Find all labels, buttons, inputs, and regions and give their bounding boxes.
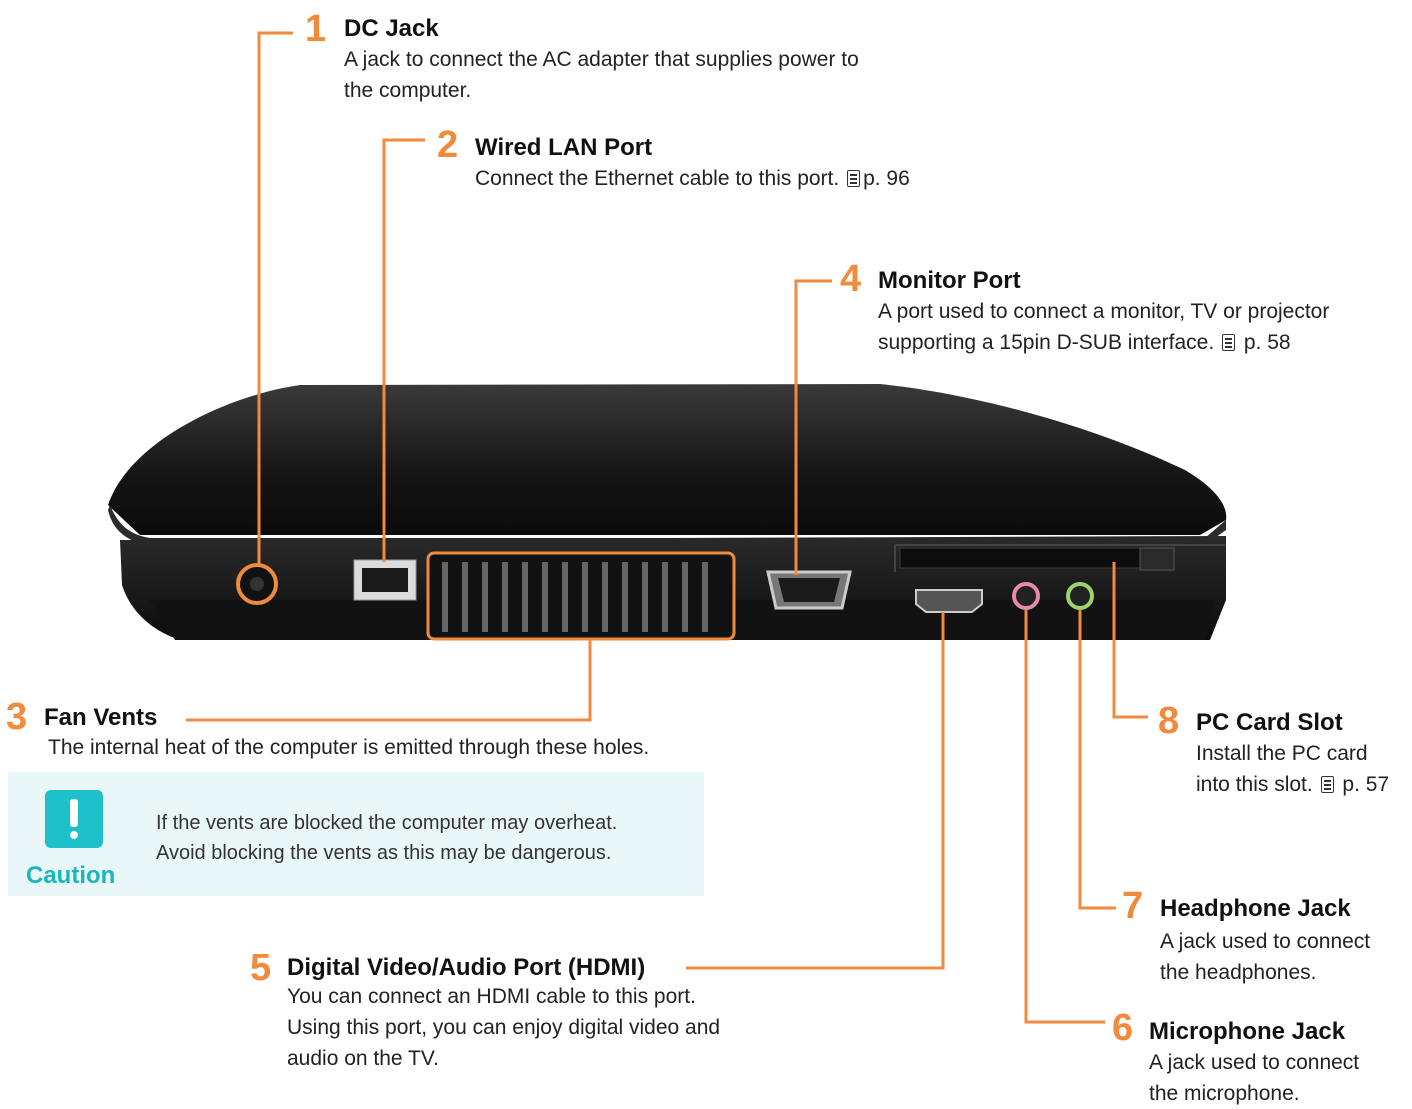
hdmi-port-socket [915,589,983,613]
callout-title: Digital Video/Audio Port (HDMI) [287,954,646,981]
caution-label: Caution [26,862,116,889]
headphone-jack-port [1066,582,1094,610]
page-reference-icon [1320,776,1334,793]
callout-description: Install the PC card into this slot. p. 5… [1196,742,1390,796]
microphone-jack-port [1012,582,1040,610]
page-reference-icon [847,170,861,187]
leader-lines [186,31,1148,1024]
caution-text: If the vents are blocked the computer ma… [156,812,618,834]
callout-title: PC Card Slot [1196,709,1343,736]
callout-title: DC Jack [344,15,439,42]
callout-number: 7 [1122,885,1144,927]
page-reference: p. 96 [863,167,910,190]
vent-slats [442,562,708,632]
callout-description: A jack used to connect the headphones. [1160,930,1371,984]
callout-title: Headphone Jack [1160,895,1351,922]
callout-number: 1 [305,8,327,50]
callout-title: Microphone Jack [1149,1018,1346,1045]
callout-title: Wired LAN Port [475,134,653,161]
callout-number: 5 [250,947,272,989]
callout-number: 2 [437,124,459,166]
callout-title: Fan Vents [44,704,158,731]
callout-description: A jack used to connect the microphone. [1149,1051,1360,1105]
caution-box: Caution If the vents are blocked the com… [8,772,704,896]
callout-title: Monitor Port [878,267,1021,294]
callout-number: 6 [1112,1007,1134,1049]
callout-description: A jack to connect the AC adapter that su… [344,48,859,102]
callout-number: 4 [840,258,862,300]
callout-description: Connect the Ethernet cable to this port.… [475,167,910,190]
callout-description: A port used to connect a monitor, TV or … [878,300,1330,354]
callout-description: The internal heat of the computer is emi… [48,736,650,759]
exclamation-icon [45,790,103,848]
callout-description: You can connect an HDMI cable to this po… [287,985,721,1070]
page-reference-icon [1222,334,1236,351]
laptop-lid [108,384,1227,535]
callout-number: 3 [6,696,28,738]
fan-vents-grille [426,551,736,641]
caution-text: Avoid blocking the vents as this may be … [156,842,612,864]
page-reference: p. 58 [1238,331,1291,354]
pc-card-slot-opening [899,547,1141,569]
callout-number: 8 [1158,700,1180,742]
page-reference: p. 57 [1336,773,1390,796]
